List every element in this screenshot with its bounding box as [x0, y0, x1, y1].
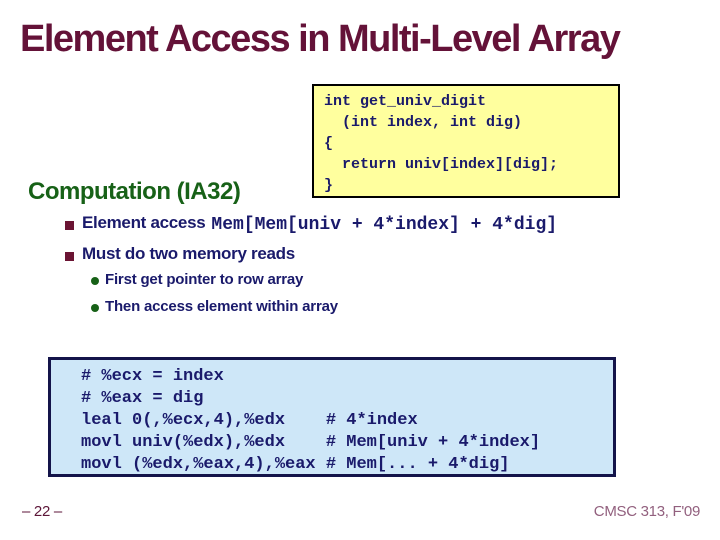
c-code-line: return univ[index][dig]; — [324, 156, 559, 173]
c-code-box: int get_univ_digit (int index, int dig) … — [312, 84, 620, 198]
sub-bullet-row-pointer: First get pointer to row array — [105, 271, 304, 288]
c-code-line: (int index, int dig) — [324, 114, 523, 131]
asm-code-box: # %ecx = index # %eax = dig leal 0(,%ecx… — [48, 357, 616, 477]
asm-code-line: # %ecx = index — [81, 367, 224, 386]
course-label: CMSC 313, F'09 — [593, 503, 701, 520]
bullet-element-access: Element access Mem[Mem[univ + 4*index] + … — [82, 213, 557, 235]
sub-bullet-access-element: Then access element within array — [105, 298, 338, 315]
page-number: – 22 – — [22, 503, 62, 520]
asm-code-line: movl univ(%edx),%edx # Mem[univ + 4*inde… — [81, 433, 541, 452]
asm-code-line: movl (%edx,%eax,4),%eax # Mem[... + 4*di… — [81, 455, 510, 474]
bullet-dot-icon — [91, 277, 99, 285]
asm-code-line: leal 0(,%ecx,4),%edx # 4*index — [81, 411, 418, 430]
c-code-line: } — [324, 177, 334, 194]
bullet-square-icon — [65, 252, 74, 261]
bullet-label: Element access — [82, 213, 206, 232]
bullet-dot-icon — [91, 304, 99, 312]
slide-title: Element Access in Multi-Level Array — [20, 18, 621, 60]
bullet-square-icon — [65, 221, 74, 230]
bullet-inline-code: Mem[Mem[univ + 4*index] + 4*dig] — [211, 215, 558, 235]
bullet-memory-reads: Must do two memory reads — [82, 244, 295, 263]
asm-code-line: # %eax = dig — [81, 389, 204, 408]
section-heading: Computation (IA32) — [28, 178, 241, 205]
c-code-line: { — [324, 135, 334, 152]
c-code-line: int get_univ_digit — [324, 93, 487, 110]
